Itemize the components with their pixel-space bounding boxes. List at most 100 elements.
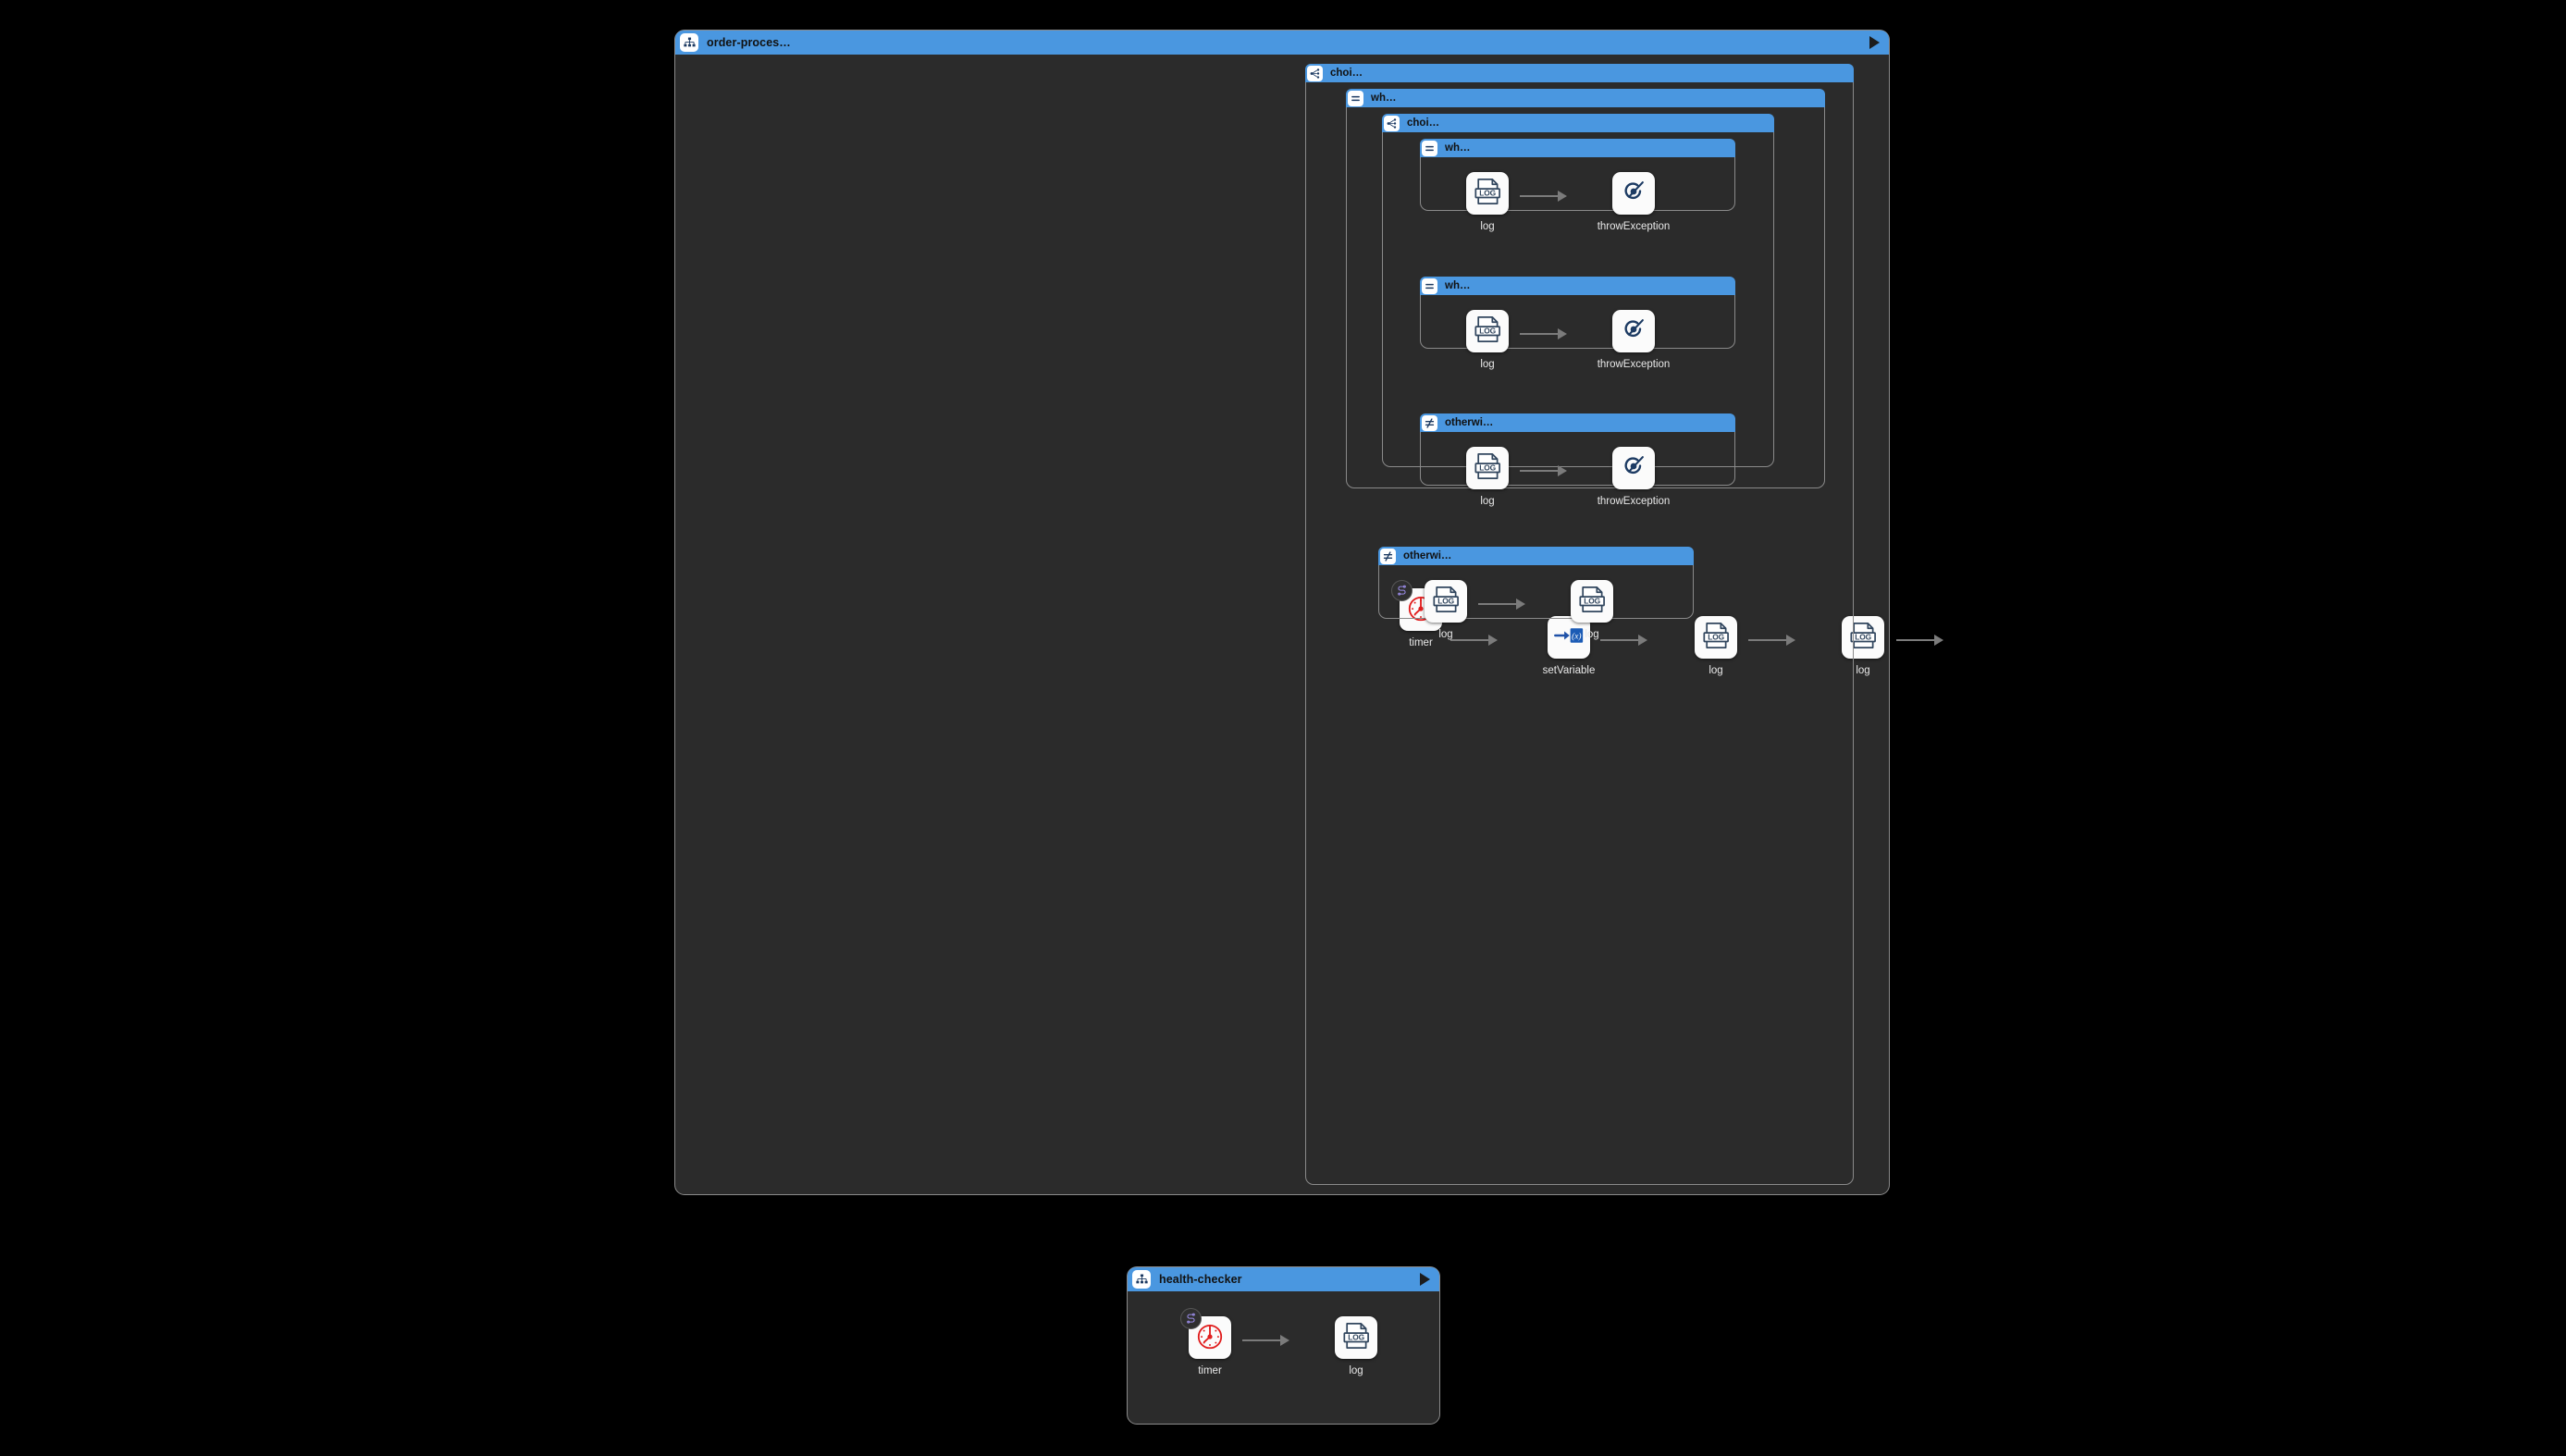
step-node-log-1[interactable]: log [1695, 616, 1737, 676]
connector-line [1520, 470, 1558, 472]
group-header[interactable]: otherwi… [1378, 547, 1694, 565]
throw-exception-icon [1617, 175, 1650, 213]
step-label: log [1709, 665, 1723, 676]
otherwise-not-equals-icon [1380, 548, 1396, 564]
throw-exception-icon [1617, 313, 1650, 351]
step-node-throwexception[interactable]: throwException [1598, 172, 1670, 232]
group-label: choi… [1407, 117, 1440, 129]
connector-arrow [1520, 191, 1567, 202]
group-header[interactable]: wh… [1346, 89, 1825, 107]
connector-line [1520, 195, 1558, 197]
route-badge-icon [1180, 1308, 1202, 1329]
run-route-button[interactable] [1869, 36, 1880, 49]
route-title: health-checker [1159, 1273, 1242, 1286]
step-chip[interactable] [1335, 1316, 1377, 1359]
choice-branch-icon [1307, 65, 1323, 81]
throw-exception-icon [1617, 450, 1650, 487]
step-chip[interactable] [1612, 172, 1655, 215]
connector-arrowhead [1558, 465, 1567, 476]
step-chip[interactable] [1571, 580, 1613, 623]
step-node-log-2[interactable]: log [1842, 616, 1884, 676]
otherwise-not-equals-icon [1422, 414, 1437, 431]
group-header[interactable]: wh… [1420, 139, 1735, 157]
step-node-log[interactable]: log [1466, 172, 1509, 232]
group-when-outer[interactable]: wh… choi… [1346, 89, 1825, 507]
connector-arrowhead [1280, 1335, 1289, 1346]
step-label: timer [1198, 1365, 1222, 1376]
step-chip[interactable] [1612, 447, 1655, 489]
step-label: log [1480, 221, 1495, 232]
connector-arrowhead [1558, 191, 1567, 202]
step-label: setVariable [1542, 665, 1596, 676]
connector-line [1748, 639, 1786, 641]
step-node-log[interactable]: log [1335, 1316, 1377, 1376]
group-label: wh… [1445, 280, 1471, 291]
group-label: wh… [1445, 142, 1471, 154]
connector-arrowhead [1638, 635, 1647, 646]
group-otherwise-outer[interactable]: otherwi… log [1378, 547, 1694, 640]
connector-arrow [1520, 328, 1567, 339]
group-when-nested-2[interactable]: wh… log [1420, 277, 1735, 370]
route-titlebar[interactable]: health-checker [1128, 1267, 1439, 1291]
connector-arrowhead [1786, 635, 1795, 646]
step-label: throwException [1597, 359, 1671, 370]
connector-arrowhead [1516, 598, 1525, 610]
connector-line [1478, 603, 1516, 605]
step-node-log[interactable]: log [1571, 580, 1613, 640]
group-choice-outer[interactable]: choi… wh… choi… [1305, 64, 1854, 1185]
group-label: wh… [1371, 93, 1397, 104]
step-label: log [1438, 629, 1453, 640]
step-chip[interactable] [1425, 580, 1467, 623]
step-label: log [1480, 359, 1495, 370]
log-file-icon [1471, 450, 1504, 487]
connector-line [1600, 639, 1638, 641]
route-badge-icon [1391, 580, 1413, 601]
connector-line [1896, 639, 1934, 641]
step-node-throwexception[interactable]: throwException [1598, 310, 1670, 370]
step-node-log[interactable]: log [1466, 310, 1509, 370]
log-file-icon [1575, 583, 1609, 621]
route-title: order-proces… [707, 36, 791, 49]
connector-arrowhead [1934, 635, 1943, 646]
step-chip[interactable] [1695, 616, 1737, 659]
connector-line [1242, 1339, 1280, 1341]
step-node-timer[interactable]: timer [1180, 1308, 1231, 1376]
step-node-log[interactable]: log [1425, 580, 1467, 640]
step-node-throwexception[interactable]: throwException [1598, 447, 1670, 507]
step-label: log [1480, 496, 1495, 507]
group-choice-nested[interactable]: choi… wh… [1382, 114, 1774, 507]
when-equals-icon [1422, 278, 1437, 294]
step-label: log [1856, 665, 1870, 676]
choice-branch-icon [1384, 115, 1400, 131]
group-header[interactable]: wh… [1420, 277, 1735, 295]
step-label: throwException [1597, 496, 1671, 507]
connector-line [1450, 639, 1488, 641]
connector-arrow-to-choice [1896, 635, 1943, 646]
group-otherwise-nested[interactable]: otherwi… log [1420, 413, 1735, 507]
group-when-nested-1[interactable]: wh… log [1420, 139, 1735, 232]
step-label: timer [1409, 637, 1433, 648]
step-chip[interactable] [1842, 616, 1884, 659]
log-file-icon [1339, 1319, 1373, 1357]
step-node-setvariable[interactable]: setVariable [1543, 616, 1595, 676]
group-header[interactable]: choi… [1382, 114, 1774, 132]
step-chip[interactable] [1466, 310, 1509, 352]
step-chip[interactable] [1466, 447, 1509, 489]
step-chip[interactable] [1180, 1308, 1231, 1359]
route-window-health-checker[interactable]: health-checker timer [1128, 1267, 1439, 1424]
run-route-button[interactable] [1420, 1273, 1430, 1286]
group-header[interactable]: otherwi… [1420, 413, 1735, 432]
route-titlebar[interactable]: order-proces… [675, 31, 1889, 55]
route-sitemap-icon [680, 33, 698, 52]
connector-line [1520, 333, 1558, 335]
route-window-order-processing[interactable]: order-proces… timer [675, 31, 1943, 1194]
step-chip[interactable] [1466, 172, 1509, 215]
step-chip[interactable] [1548, 616, 1590, 659]
step-label: throwException [1597, 221, 1671, 232]
step-chip[interactable] [1612, 310, 1655, 352]
step-node-log[interactable]: log [1466, 447, 1509, 507]
group-header[interactable]: choi… [1305, 64, 1854, 82]
connector-arrow [1478, 598, 1525, 610]
group-label: choi… [1330, 68, 1363, 79]
